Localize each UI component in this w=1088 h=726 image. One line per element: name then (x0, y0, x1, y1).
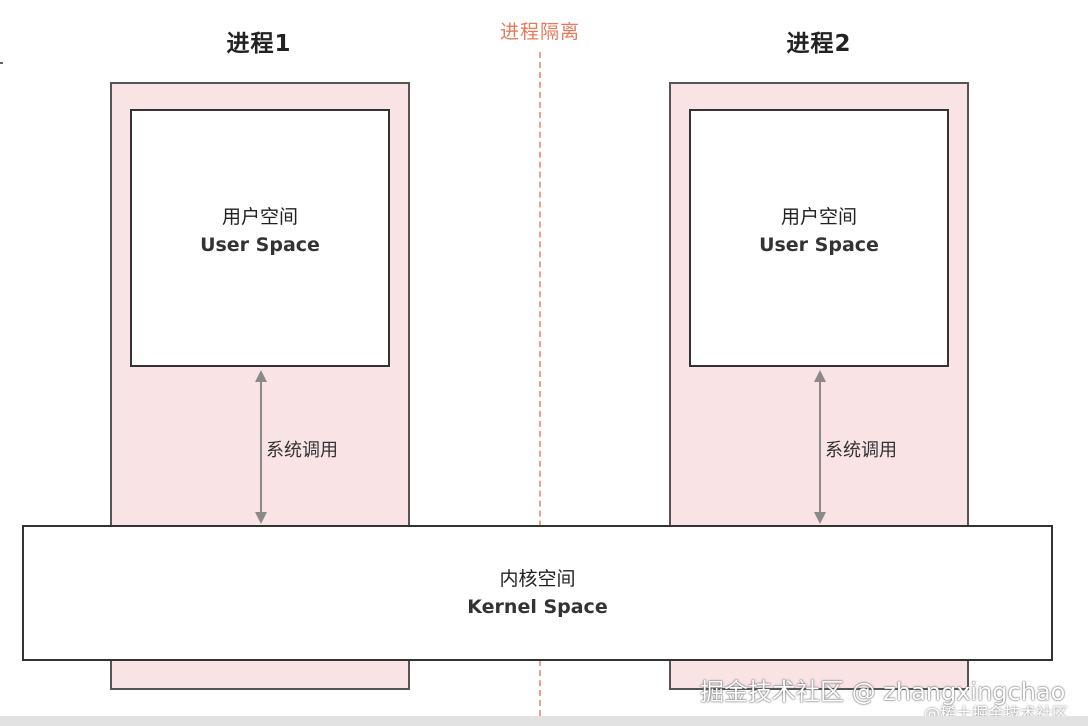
kernel-space-en: Kernel Space (467, 596, 608, 618)
process-2-user-space: 用户空间 User Space (689, 109, 949, 367)
process-2-title: 进程2 (786, 31, 852, 57)
bottom-strip (0, 716, 1088, 726)
process-1-syscall-arrow (255, 370, 267, 524)
process-1-title: 进程1 (226, 31, 292, 57)
process-isolation-label: 进程隔离 (499, 21, 580, 43)
kernel-space-box: 内核空间 Kernel Space (22, 525, 1053, 661)
process-1-user-space-cn: 用户空间 (221, 206, 298, 228)
process-2-user-space-cn: 用户空间 (780, 206, 857, 228)
process-2-syscall-arrow (814, 370, 826, 524)
process-1-user-space-en: User Space (200, 234, 320, 256)
process-2-user-space-en: User Space (759, 234, 879, 256)
kernel-space-cn: 内核空间 (499, 568, 576, 590)
edge-tick-mark (0, 62, 3, 64)
isolation-divider (539, 52, 541, 716)
process-2-syscall-label: 系统调用 (825, 440, 897, 461)
process-1-syscall-label: 系统调用 (266, 440, 338, 461)
process-1-user-space: 用户空间 User Space (130, 109, 390, 367)
watermark-main: 掘金技术社区 @ zhangxingchao (700, 678, 1066, 706)
